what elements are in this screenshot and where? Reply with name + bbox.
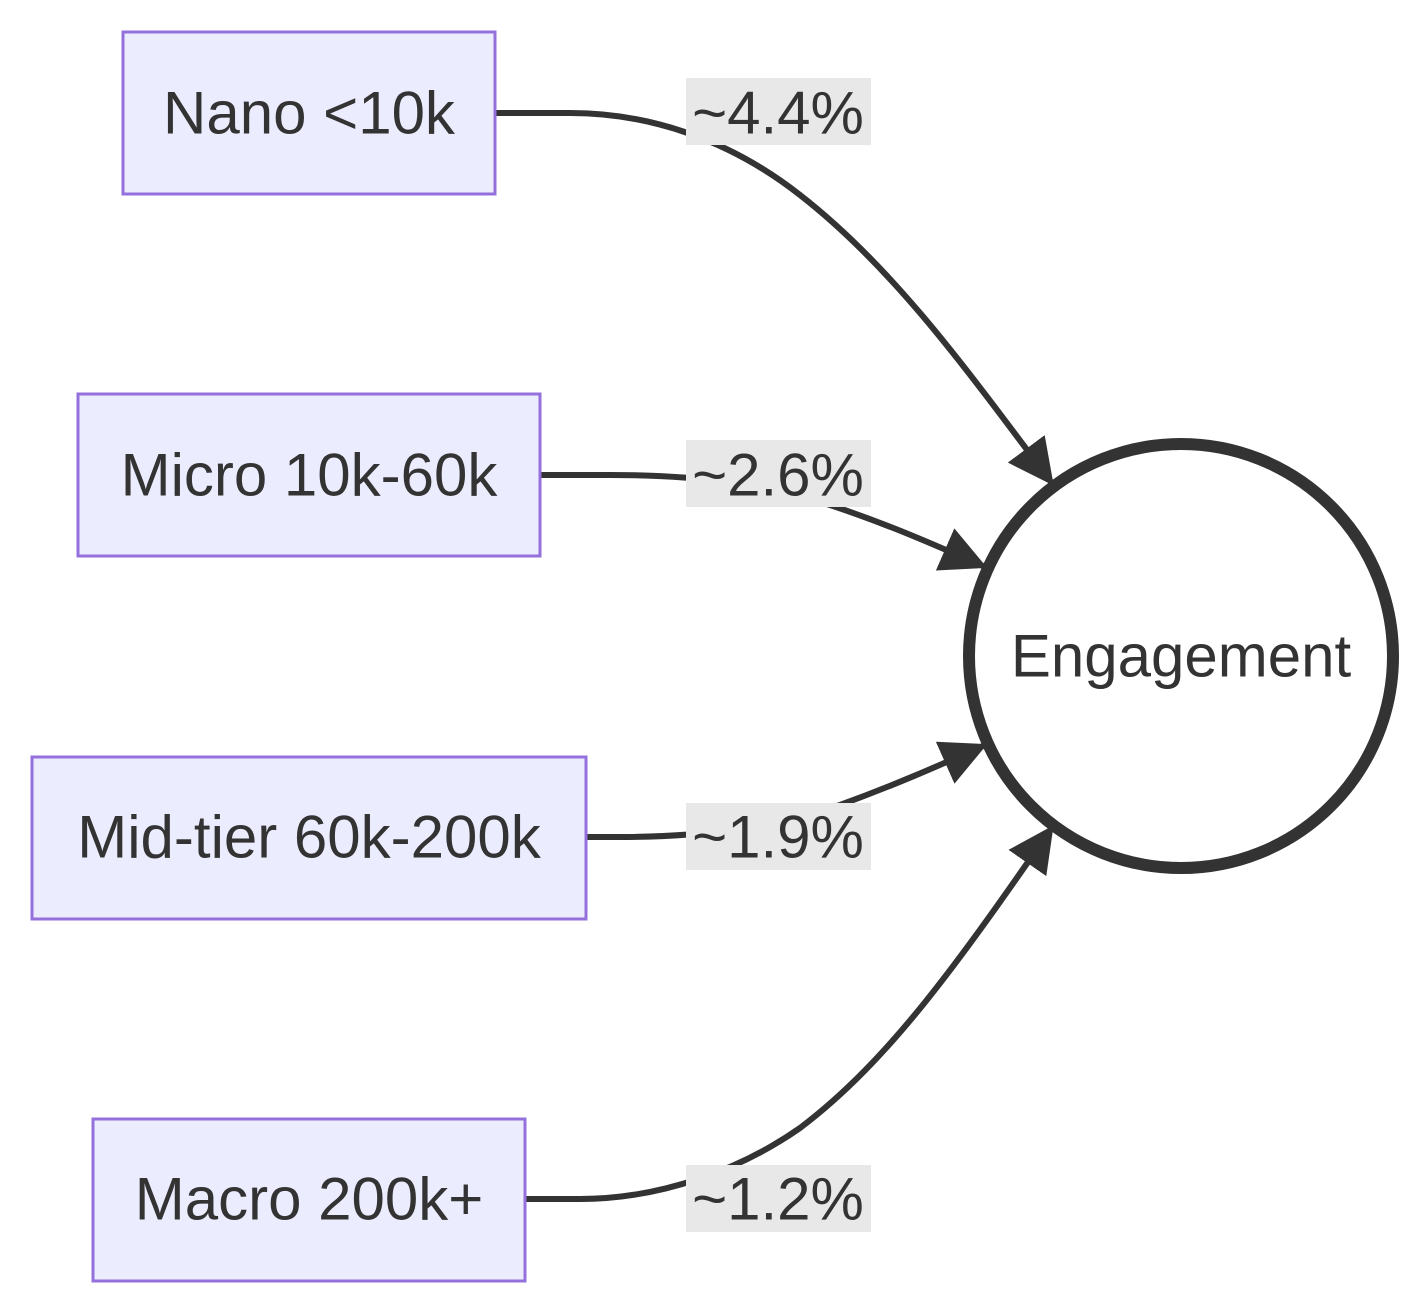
node-nano-box — [121, 30, 497, 196]
source-nodes: Nano <10k Micro 10k-60k Mid-tier 60k-200… — [30, 30, 588, 1283]
node-macro-box — [91, 1117, 527, 1283]
node-micro-label: Micro 10k-60k — [121, 442, 499, 509]
node-micro[interactable]: Micro 10k-60k — [76, 392, 542, 558]
node-nano[interactable]: Nano <10k — [121, 30, 497, 196]
node-engagement-label: Engagement — [1011, 623, 1352, 690]
edge-label-micro: ~2.6% — [686, 440, 871, 509]
edge-label-bg — [686, 78, 871, 145]
edge-label-bg — [686, 1165, 871, 1232]
node-midtier[interactable]: Mid-tier 60k-200k — [30, 755, 588, 921]
node-midtier-box — [30, 755, 588, 921]
edge-label-bg — [686, 440, 871, 507]
edge-macro-engagement — [526, 825, 1054, 1202]
edge-label-bg — [686, 803, 871, 870]
node-micro-box — [76, 392, 542, 558]
node-macro[interactable]: Macro 200k+ — [91, 1117, 527, 1283]
node-midtier-label: Mid-tier 60k-200k — [77, 804, 542, 871]
node-nano-label: Nano <10k — [163, 80, 456, 147]
edge-label-text: ~1.2% — [692, 1166, 864, 1233]
edge-label-macro: ~1.2% — [686, 1165, 871, 1233]
node-engagement[interactable]: Engagement — [963, 438, 1399, 874]
edge-label-midtier: ~1.9% — [686, 803, 871, 871]
node-engagement-circle — [963, 438, 1399, 874]
edge-label-nano: ~4.4% — [686, 78, 871, 147]
edge-label-text: ~4.4% — [692, 80, 864, 147]
edge-label-text: ~1.9% — [692, 804, 864, 871]
edge-nano-engagement — [496, 110, 1054, 486]
edge-label-text: ~2.6% — [692, 442, 864, 509]
edge-labels: ~4.4% ~2.6% ~1.9% ~1.2% — [686, 78, 871, 1233]
node-macro-label: Macro 200k+ — [135, 1166, 484, 1233]
